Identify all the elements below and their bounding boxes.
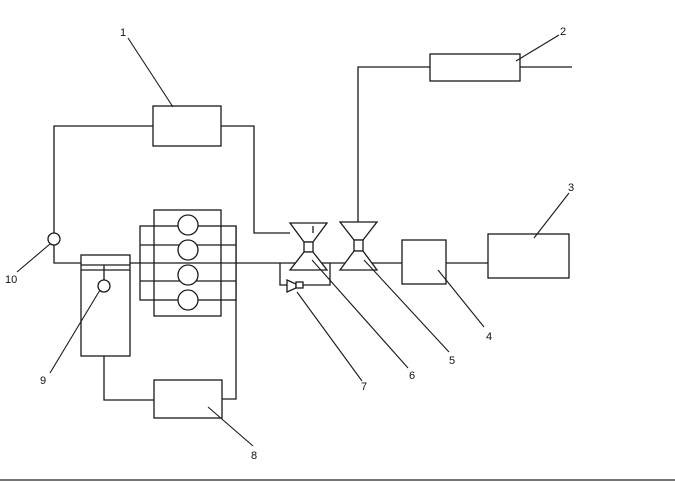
label-4: 4 [486,331,492,343]
label-1: 1 [120,27,126,39]
leader-4 [437,269,485,328]
component-2-box [429,53,521,82]
leader-6 [311,259,409,369]
pipe-upper-outlet [357,66,430,226]
component-3-box [487,233,570,279]
pipe-loop-left [53,125,153,233]
turbocharger-5 [338,221,379,271]
component-9-cooler [80,254,131,357]
label-10: 10 [5,274,17,286]
number-labels: 1 2 3 4 5 6 7 8 9 10 [5,26,574,462]
leader-10 [16,243,51,273]
label-8: 8 [251,450,257,462]
turbocharger-6 [288,222,329,271]
leader-2 [515,34,560,62]
component-1-box [152,105,222,147]
leader-lines [16,34,570,447]
leader-7 [296,291,363,382]
leader-1 [127,37,174,108]
leader-9 [49,289,101,374]
label-2: 2 [560,26,566,38]
pipe-valve-branch [279,263,287,286]
leader-3 [533,192,570,239]
pipe-loop-right [221,125,290,234]
component-8-box [153,379,223,419]
cylinder-4 [177,289,199,311]
component-4-box [401,239,447,285]
label-3: 3 [568,182,574,194]
junction-10-circle [47,232,61,246]
label-9: 9 [40,375,46,387]
cylinder-1 [177,214,199,236]
cylinder-3 [177,264,199,286]
leader-5 [363,259,450,353]
sensor-9-circle [97,279,111,293]
label-7: 7 [361,381,367,393]
engine-block [139,209,237,317]
pipe-valve-return [303,263,331,286]
cylinder-2 [177,239,199,261]
valve-7 [286,278,304,294]
label-6: 6 [409,370,415,382]
label-5: 5 [449,355,455,367]
leader-8 [207,406,254,447]
